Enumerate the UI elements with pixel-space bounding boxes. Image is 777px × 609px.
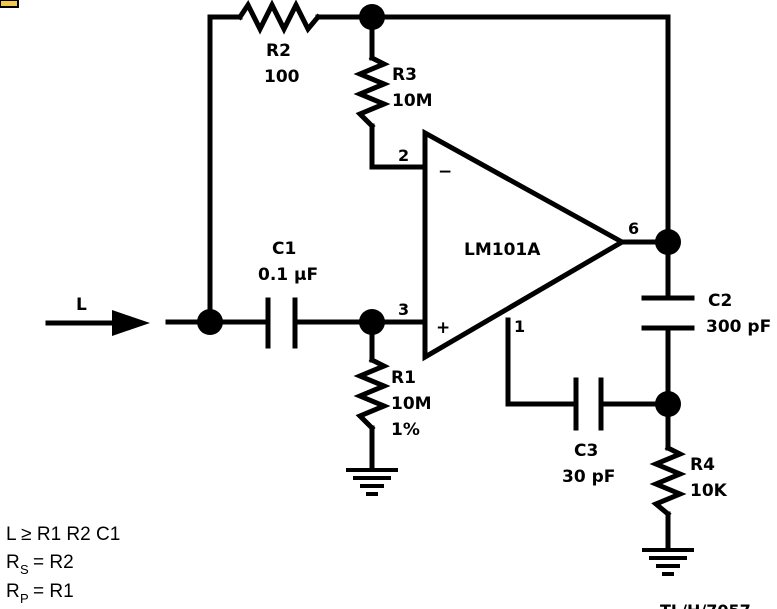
pin-6-label: 6 bbox=[628, 219, 639, 238]
noninverting-input-sign: + bbox=[436, 318, 450, 338]
svg-text:S: S bbox=[20, 562, 29, 577]
pin-3-label: 3 bbox=[398, 300, 409, 319]
input-arrow bbox=[45, 310, 150, 336]
equation-line-1: L ≥ R1 R2 C1 bbox=[6, 524, 120, 545]
capacitor-c2 bbox=[641, 295, 695, 331]
r3-value: 10M bbox=[392, 91, 433, 111]
r1-tolerance: 1% bbox=[391, 420, 420, 440]
equation-line-2: R S = R2 bbox=[6, 552, 74, 577]
c2-name: C2 bbox=[708, 291, 732, 311]
op-amp-label: LM101A bbox=[464, 240, 541, 260]
resistor-r4 bbox=[649, 444, 687, 518]
junction-output-node bbox=[655, 229, 681, 255]
pin-1-label: 1 bbox=[514, 317, 525, 336]
svg-text:= R2: = R2 bbox=[33, 552, 74, 573]
ground-r1 bbox=[346, 468, 398, 496]
c2-value: 300 pF bbox=[706, 317, 771, 337]
capacitor-c1 bbox=[265, 297, 298, 349]
pin-2-label: 2 bbox=[398, 146, 409, 165]
svg-text:P: P bbox=[20, 591, 29, 606]
resistor-r2 bbox=[236, 0, 322, 35]
r1-value: 10M bbox=[391, 394, 432, 414]
figure-id: TL/H/7057- bbox=[660, 601, 757, 609]
input-label: L bbox=[76, 295, 87, 315]
junction-top-node bbox=[359, 4, 385, 30]
r2-name: R2 bbox=[266, 41, 291, 61]
capacitor-c3 bbox=[573, 377, 604, 431]
op-amp-triangle bbox=[422, 128, 628, 362]
corner-tab bbox=[0, 0, 19, 8]
inverting-input-sign: − bbox=[438, 162, 452, 182]
r1-name: R1 bbox=[391, 368, 416, 388]
svg-text:R: R bbox=[6, 552, 20, 573]
r2-value: 100 bbox=[264, 67, 300, 87]
ground-r4 bbox=[642, 548, 694, 576]
r4-value: 10K bbox=[690, 481, 728, 501]
equation-line-3: R P = R1 bbox=[6, 581, 74, 606]
r4-name: R4 bbox=[690, 455, 715, 475]
resistor-r1 bbox=[353, 356, 391, 432]
c1-value: 0.1 μF bbox=[258, 265, 318, 285]
junction-input-node bbox=[197, 309, 223, 335]
svg-text:R: R bbox=[6, 581, 20, 602]
resistor-r3 bbox=[353, 54, 391, 130]
c3-name: C3 bbox=[574, 441, 598, 461]
c3-value: 30 pF bbox=[562, 467, 615, 487]
c1-name: C1 bbox=[272, 239, 296, 259]
r3-name: R3 bbox=[392, 65, 417, 85]
svg-text:= R1: = R1 bbox=[33, 581, 74, 602]
junction-pin3-node bbox=[359, 309, 385, 335]
junction-c3-node bbox=[655, 391, 681, 417]
